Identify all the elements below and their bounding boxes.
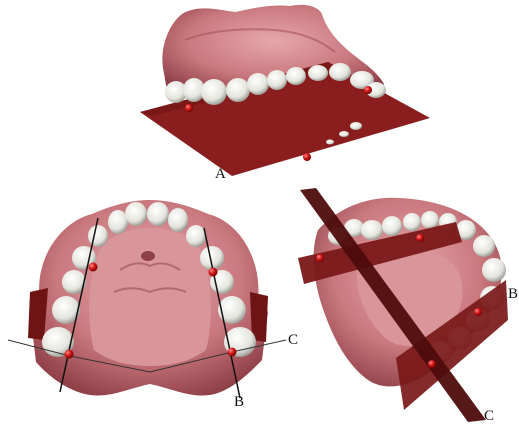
tooth — [473, 235, 495, 257]
landmark-marker — [228, 348, 237, 357]
tooth — [186, 225, 206, 247]
landmark-marker — [474, 308, 482, 316]
panel-label-b-right: B — [508, 286, 518, 302]
tooth — [286, 67, 306, 85]
tooth — [201, 79, 227, 105]
landmark-marker — [416, 234, 424, 242]
tooth — [218, 296, 246, 324]
tooth — [267, 70, 287, 90]
landmark-marker — [185, 104, 193, 112]
tooth — [168, 208, 188, 232]
panel-label-b-left: B — [234, 394, 244, 410]
tooth — [247, 73, 269, 95]
tooth-fragment — [326, 140, 334, 145]
tooth — [125, 202, 147, 226]
tooth — [88, 225, 108, 247]
palate — [89, 228, 211, 366]
tooth — [226, 78, 250, 102]
tooth — [421, 211, 439, 229]
tooth-fragment — [350, 122, 362, 130]
panel-label-c-right: C — [484, 408, 494, 424]
tooth — [329, 63, 351, 81]
landmark-marker — [89, 263, 98, 272]
tooth-fragment — [339, 131, 349, 137]
landmark-marker — [316, 254, 324, 262]
tooth — [482, 258, 506, 282]
tooth — [147, 202, 169, 226]
panel-occlusal-view: C B — [8, 200, 298, 410]
panel-label-a: A — [215, 166, 226, 182]
panel-label-c-left: C — [288, 332, 298, 348]
tooth — [308, 65, 328, 81]
panel-a: A — [140, 5, 430, 182]
landmark-marker — [303, 153, 311, 161]
tooth — [108, 210, 128, 234]
tooth — [361, 220, 383, 240]
landmark-marker — [364, 86, 372, 94]
landmark-marker — [428, 360, 436, 368]
panel-right: B C — [298, 188, 518, 424]
landmark-marker — [65, 350, 74, 359]
tooth — [382, 216, 402, 236]
incisive-papilla — [141, 251, 155, 261]
tooth — [403, 213, 421, 231]
landmark-marker — [209, 268, 218, 277]
